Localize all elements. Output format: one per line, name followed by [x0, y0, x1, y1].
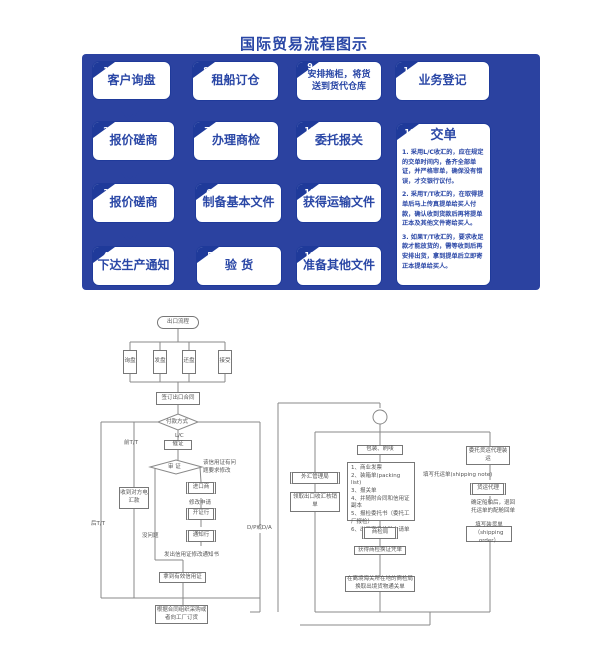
step-6-box: 6 制备基本文件 [195, 183, 282, 223]
top-arrows [121, 67, 451, 275]
shipping-order-box: 填写装货单（shipping order） [466, 522, 512, 544]
fx-bureau-box: 外汇管理局 [290, 472, 340, 484]
confirm-booking-label: 确定船舶后，退回托运单的配舱回单 [470, 500, 515, 514]
step-3-box: 3 报价磋商 [92, 183, 175, 223]
inspection-bureau-box: 商检局 [362, 527, 398, 539]
doc-item: 3、报关单 [351, 488, 377, 495]
step-number-badge: 7 [194, 122, 216, 138]
step-number-badge: 4 [93, 247, 115, 263]
note-1: 1. 采用L/C收汇的，应在规定的交单时间内，备齐全部单证，并严格审单，确保没有… [402, 148, 484, 185]
importer-box: 进口商 [186, 482, 216, 494]
doc-item: 1、商业发票 [351, 465, 382, 471]
acceptance-box: 接受 [218, 350, 232, 374]
step-label: 委托报关 [314, 133, 363, 148]
step-label: 验 货 [224, 258, 254, 273]
port-inspection-box: 在离境海关所在地的商检局换取出境货物通关单 [345, 576, 415, 592]
arrow-4-5 [175, 257, 199, 275]
offer-box: 发盘 [153, 350, 167, 374]
step-8-box: 8 租船订仓 [192, 61, 279, 101]
counter-offer-box: 还盘 [182, 350, 196, 374]
docs-list-box: 1、商业发票 2、装箱单(packing list) 3、报关单 4、并随附合同… [347, 462, 415, 533]
step-label: 业务登记 [418, 73, 467, 88]
step-number-badge: 9 [297, 62, 319, 78]
step-number-badge: 13 [397, 124, 419, 140]
inquiry-box: 询盘 [123, 350, 137, 374]
step-12-box: 12 准备其他文件 [296, 246, 382, 286]
dp-da-label: D/P或D/A [247, 525, 272, 533]
step-number-badge: 8 [193, 62, 215, 78]
doc-item: 2、装箱单(packing list) [351, 472, 401, 487]
arrow-1-2 [121, 98, 139, 123]
receive-tt-box: 收到对方电汇款 [119, 487, 149, 509]
review-lc-label: 审 证 [168, 464, 181, 470]
post-tt-label: 后T/T [91, 521, 106, 527]
step-label: 安排拖柜，将货送到货代仓库 [307, 70, 371, 92]
get-verification-box: 领取出口收汇核销单 [290, 492, 340, 512]
arrow-13-14 [433, 99, 451, 124]
step-number-badge: 10 [297, 122, 319, 138]
step-13-box: 13 交单 1. 采用L/C收汇的，应在规定的交单时间内，备齐全部单证，并严格审… [396, 123, 491, 286]
payment-method-label: 付款方式 [166, 419, 189, 425]
urge-lc-box: 催证 [164, 440, 192, 450]
step-4-box: 4 下达生产通知 [92, 246, 175, 286]
step-label: 获得运输文件 [302, 195, 375, 210]
arrow-7-8 [226, 95, 244, 120]
entrust-forwarder-box: 委托货运代理装运 [466, 446, 510, 465]
issuing-bank-box: 开证行 [186, 508, 216, 520]
sign-contract-box: 签订出口合同 [156, 392, 200, 405]
step-label: 报价磋商 [109, 133, 158, 148]
get-certificate-box: 获得商检换证凭单 [354, 546, 406, 555]
arrow-5-6 [226, 221, 244, 248]
lc-label: L/C [175, 433, 184, 439]
step-number-badge: 1 [93, 62, 115, 78]
step-label: 办理商检 [211, 133, 260, 148]
no-issue-label: 没问题 [142, 533, 159, 539]
step-label: 制备基本文件 [202, 195, 275, 210]
forwarder-box: 货运代理 [470, 483, 506, 495]
start-node: 出口流程 [157, 316, 199, 329]
step-label: 准备其他文件 [302, 258, 375, 273]
step-number-badge: 12 [297, 247, 319, 263]
arrow-8-9 [280, 67, 299, 85]
packing-box: 包装、刷唛 [357, 445, 403, 455]
amend-notice-label: 发出信用证修改通知书 [164, 552, 220, 558]
step-label: 客户询盘 [107, 72, 156, 87]
advising-bank-box: 通知行 [186, 530, 216, 542]
step-number-badge: 2 [93, 122, 115, 138]
step-number-badge: 6 [196, 184, 218, 200]
step-label: 交单 [430, 128, 457, 143]
arrow-10-11 [328, 160, 346, 185]
arrow-2-3 [121, 160, 139, 185]
step-5-box: 5 验 货 [196, 246, 282, 286]
step-number-badge: 11 [297, 184, 319, 200]
step-number-badge: 14 [396, 62, 418, 78]
step-label: 报价磋商 [109, 195, 158, 210]
step-label: 下达生产通知 [97, 258, 170, 273]
doc-item: 5、报检委托书（委托工厂报检） [351, 511, 410, 525]
arrow-9-10 [328, 100, 346, 123]
prepaid-tt-label: 前T/T [124, 440, 139, 446]
step-9-box: 9 安排拖柜，将货送到货代仓库 [296, 61, 382, 101]
step-7-box: 7 办理商检 [193, 121, 279, 161]
step-10-box: 10 委托报关 [296, 121, 382, 161]
arrow-6-7 [226, 157, 244, 182]
note-3: 3. 如果T/T收汇的，要求收足款才能放货的，需等收到后再安排出货，拿到提单后立… [402, 233, 484, 270]
fill-shipping-note-label: 填写托运单(shipping note) [423, 472, 493, 478]
step-14-box: 14 业务登记 [395, 61, 490, 101]
step-2-box: 2 报价磋商 [92, 121, 175, 161]
step-number-badge: 3 [93, 184, 115, 200]
step-label: 租船订仓 [211, 73, 260, 88]
note-2: 2. 采用T/T收汇的，在取得提单后马上传真提单给买人付款，确认收到货款后再将提… [402, 191, 484, 228]
amend-request-label: 修改申请 [189, 500, 212, 506]
step-number-badge: 5 [197, 247, 219, 263]
order-goods-box: 根据合同组织采购或者向工厂订货 [155, 605, 208, 624]
step-1-box: 1 客户询盘 [92, 61, 171, 100]
receive-lc-box: 拿到有效信用证 [159, 572, 206, 583]
diagram-title: 国际贸易流程图示 [239, 35, 368, 53]
step-11-box: 11 获得运输文件 [296, 183, 382, 223]
doc-item: 4、并随附合同和信用证副本 [351, 495, 410, 510]
review-note: 该信用证有问题要求修改 [203, 460, 237, 474]
